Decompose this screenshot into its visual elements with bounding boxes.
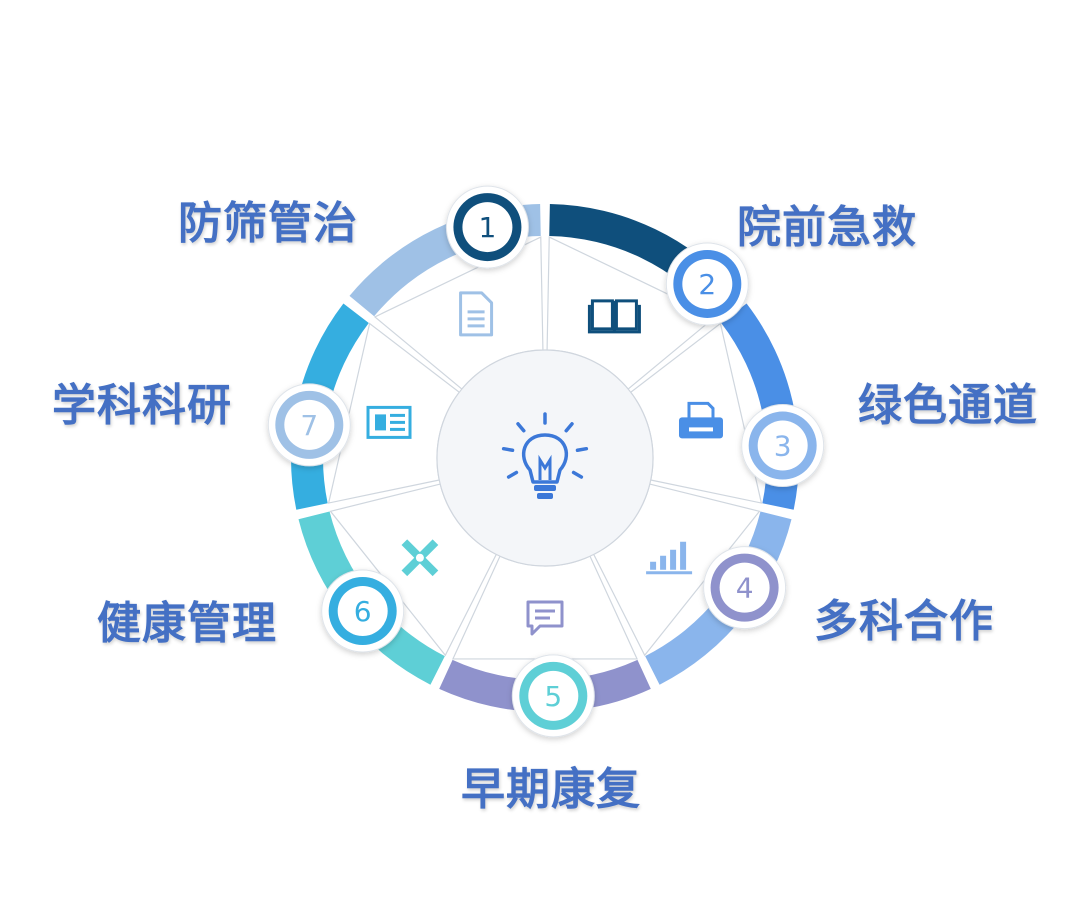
label-6: 健康管理 <box>97 598 277 649</box>
center-circle <box>436 349 654 567</box>
bar-chart-icon <box>646 541 693 575</box>
step-badge-2: 2 <box>665 242 749 326</box>
printer-icon <box>678 401 723 439</box>
label-5: 早期康复 <box>461 764 641 815</box>
step-number-6: 6 <box>354 595 372 628</box>
step-number-7: 7 <box>300 409 318 442</box>
pencil-ruler-icon <box>401 539 439 577</box>
step-badge-4: 4 <box>703 546 787 630</box>
step-number-5: 5 <box>544 680 562 713</box>
chat-icon <box>526 600 564 636</box>
document-icon <box>459 291 494 337</box>
step-badge-7: 7 <box>267 383 351 467</box>
lightbulb-icon <box>501 412 589 499</box>
step-number-1: 1 <box>479 211 497 244</box>
step-badge-3: 3 <box>741 404 825 488</box>
step-number-3: 3 <box>774 430 792 463</box>
step-badge-1: 1 <box>445 185 529 269</box>
step-badge-5: 5 <box>511 654 595 738</box>
label-3: 绿色通道 <box>858 380 1038 431</box>
step-number-2: 2 <box>698 268 716 301</box>
label-7: 学科科研 <box>52 380 232 431</box>
newspaper-icon <box>366 405 412 439</box>
label-2: 院前急救 <box>737 202 917 253</box>
book-icon <box>587 299 641 334</box>
label-1: 防筛管治 <box>178 198 358 249</box>
label-4: 多科合作 <box>814 596 994 647</box>
step-number-4: 4 <box>736 572 754 605</box>
step-badge-6: 6 <box>321 569 405 653</box>
